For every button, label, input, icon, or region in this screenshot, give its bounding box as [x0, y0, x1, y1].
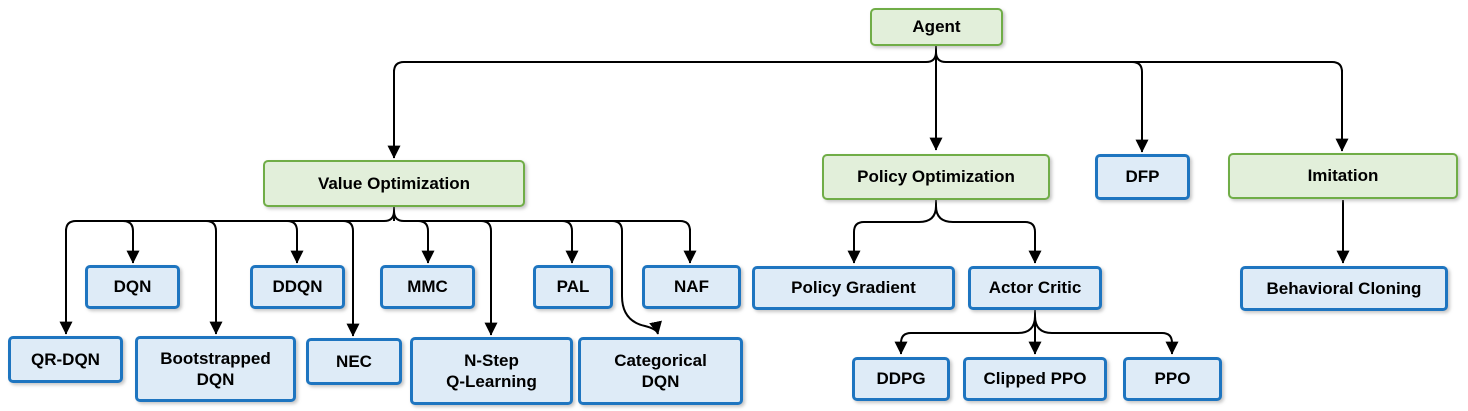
- node-ppo: PPO: [1123, 357, 1222, 401]
- node-bootstrapped-dqn: Bootstrapped DQN: [135, 336, 296, 402]
- edge-vo-pal: [561, 220, 579, 264]
- edge-vo-ddqn: [286, 220, 304, 264]
- node-mmc: MMC: [380, 265, 475, 309]
- node-dfp: DFP: [1095, 154, 1190, 200]
- edge-vo-mmc: [417, 220, 435, 264]
- edge-vo-dqn: [122, 220, 140, 264]
- edge-vo-bootstrapped-dqn: [205, 220, 223, 335]
- node-dqn: DQN: [85, 265, 180, 309]
- node-categorical-dqn: Categorical DQN: [578, 337, 743, 405]
- edge-po-policy-gradient: [847, 205, 937, 264]
- node-behavioral-cloning: Behavioral Cloning: [1240, 266, 1448, 311]
- node-policy-gradient: Policy Gradient: [752, 266, 955, 310]
- node-pal: PAL: [533, 265, 613, 309]
- node-nec: NEC: [306, 338, 402, 385]
- node-imitation: Imitation: [1228, 153, 1458, 199]
- edge-top-rail-left: [393, 51, 937, 73]
- node-qr-dqn: QR-DQN: [8, 336, 123, 383]
- node-policy-optimization: Policy Optimization: [822, 154, 1050, 200]
- edge-top-rail-right: [935, 51, 1343, 73]
- edge-vo-n-step-q-learning: [480, 220, 498, 336]
- node-actor-critic: Actor Critic: [968, 266, 1102, 310]
- edge-ac-ddpg: [894, 315, 1036, 355]
- edge-ac-ppo: [1034, 315, 1179, 355]
- edge-vo-nec: [342, 220, 360, 337]
- edge-vo-rail-right: [393, 210, 691, 232]
- node-ddqn: DDQN: [250, 265, 345, 309]
- node-naf: NAF: [642, 265, 741, 309]
- edge-agent-dfp: [1131, 61, 1149, 153]
- edge-vo-rail-left: [65, 210, 395, 232]
- edge-po-actor-critic: [935, 205, 1042, 264]
- node-agent: Agent: [870, 8, 1003, 46]
- node-n-step-q-learning: N-Step Q-Learning: [410, 337, 573, 405]
- node-ddpg: DDPG: [852, 357, 950, 401]
- node-clipped-ppo: Clipped PPO: [963, 357, 1107, 401]
- node-value-optimization: Value Optimization: [263, 160, 525, 207]
- edge-vo-categorical-dqn: [611, 220, 662, 335]
